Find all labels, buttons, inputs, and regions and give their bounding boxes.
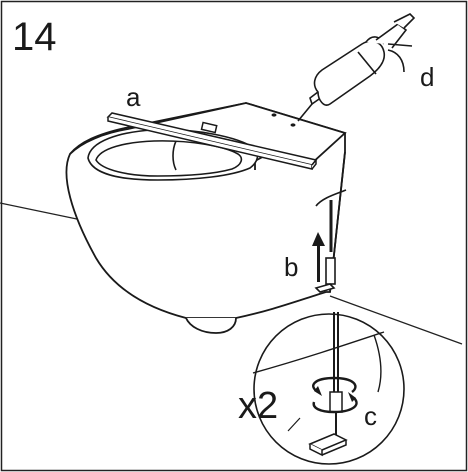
- rotate-arrow-bottom: [312, 397, 358, 414]
- label-c: c: [364, 401, 377, 431]
- label-a: a: [126, 82, 141, 112]
- wall-line-right: [329, 295, 463, 345]
- detail-circle: [252, 312, 405, 465]
- silicone-gun: [297, 13, 416, 122]
- push-up-arrow: [312, 232, 325, 282]
- step-number: 14: [12, 15, 57, 59]
- label-d: d: [420, 62, 434, 92]
- fixing-hole-1: [271, 113, 277, 117]
- mounting-template: [106, 112, 318, 170]
- fixing-pin: [314, 189, 347, 293]
- fixing-hole-2: [290, 123, 296, 127]
- rotate-arrow-top: [312, 376, 357, 394]
- repeat-count: x2: [238, 385, 278, 427]
- label-b: b: [284, 252, 298, 282]
